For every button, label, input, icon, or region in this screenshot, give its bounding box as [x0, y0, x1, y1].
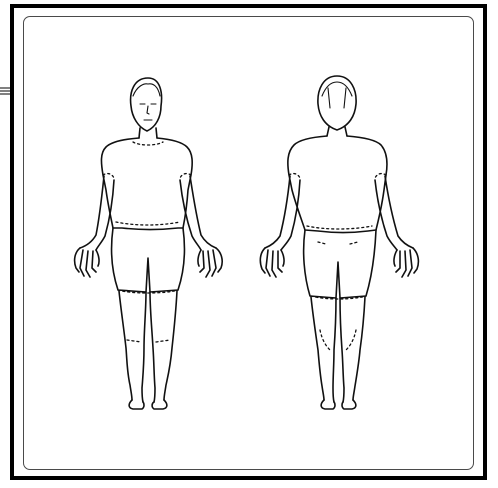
front-waist [116, 222, 180, 225]
back-neck [327, 127, 347, 136]
back-left-arm [265, 176, 300, 250]
front-knees [127, 340, 170, 342]
front-hairline [133, 84, 160, 96]
back-left-leg [311, 297, 336, 402]
back-right-arm [375, 176, 413, 250]
front-collar [133, 142, 163, 145]
back-right-foot [342, 400, 356, 409]
back-right-leg [340, 297, 365, 402]
front-right-hand [198, 248, 222, 277]
front-nose [147, 106, 149, 114]
front-left-arm [80, 176, 114, 250]
front-shorts [112, 228, 185, 292]
back-left-hand [260, 248, 284, 277]
back-head-outline [318, 76, 356, 130]
front-left-hand [75, 248, 99, 277]
front-right-foot [152, 400, 167, 409]
back-body-figure [260, 76, 418, 409]
front-body-figure [75, 78, 223, 409]
front-neck [139, 128, 157, 138]
front-torso-outline [101, 138, 192, 230]
back-right-hand [394, 248, 418, 277]
back-calves [320, 330, 356, 350]
back-left-foot [321, 400, 335, 409]
front-left-foot [129, 400, 144, 409]
front-right-leg [150, 291, 177, 402]
back-shorts [304, 230, 376, 298]
front-head-outline [131, 78, 162, 131]
back-torso-outline [288, 136, 387, 233]
back-hair-texture [322, 82, 352, 108]
back-waist [307, 226, 372, 229]
front-right-arm [180, 176, 216, 250]
front-left-leg [119, 291, 146, 402]
